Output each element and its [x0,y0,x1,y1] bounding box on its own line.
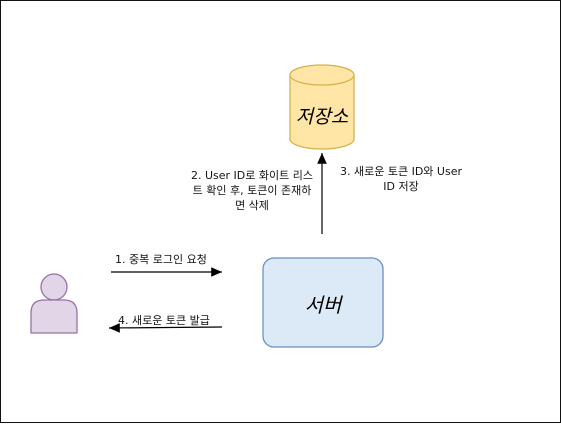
edge-label-step3-line2: ID 저장 [383,180,419,193]
edge-label-step1: 1. 중복 로그인 요청 [115,253,207,266]
user-icon-head [40,273,68,301]
user-icon [30,273,78,334]
arrow-server-to-user [108,323,223,333]
edge-label-step2-line1: 2. User ID로 화이트 리스 [191,169,313,182]
edge-label-step2-line2: 트 확인 후, 토큰이 존재하 [192,184,312,197]
edge-label-step4: 4. 새로운 토큰 발급 [118,314,210,327]
edge-label-step3-line1: 3. 새로운 토큰 ID와 User [340,165,462,178]
storage-cylinder-top [289,64,355,86]
server-box [262,257,384,348]
storage-title: 저장소 [295,106,349,128]
storage-cylinder [289,64,355,150]
server-title: 서버 [304,293,342,317]
edge-label-step2: 2. User ID로 화이트 리스 트 확인 후, 토큰이 존재하 면 삭제 [185,168,319,213]
edge-label-step2-line3: 면 삭제 [235,199,269,212]
edge-label-step3: 3. 새로운 토큰 ID와 User ID 저장 [333,164,469,194]
user-icon-body [30,299,78,334]
storage-cylinder-body [289,74,355,150]
